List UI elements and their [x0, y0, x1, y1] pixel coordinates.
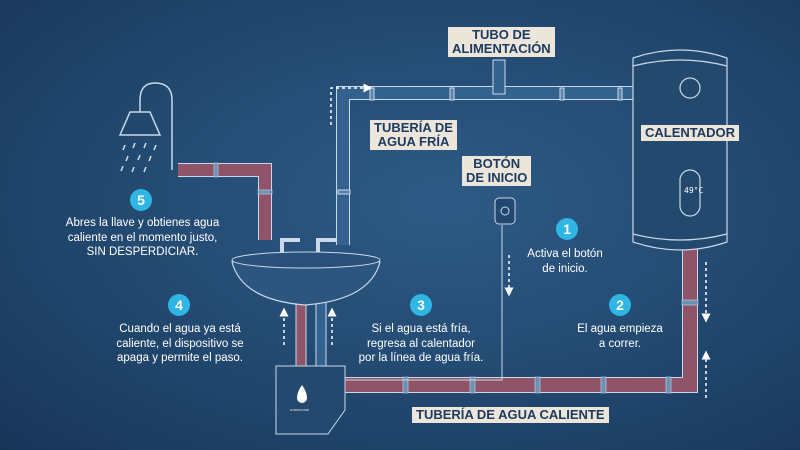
control-wire — [345, 225, 503, 381]
device-logo: HYDROLOOP — [290, 408, 310, 412]
hot-pipe-label: TUBERÍA DE AGUA CALIENTE — [412, 407, 609, 423]
hot-water-pipe — [178, 162, 699, 394]
heater-temperature-display: 49°C — [684, 186, 704, 195]
start-button — [494, 197, 516, 225]
cold-water-pipe — [336, 59, 640, 245]
step-badge-5: 5 — [130, 189, 152, 211]
shower — [118, 82, 173, 173]
step-badge-2: 2 — [609, 294, 631, 316]
recirculation-device — [275, 365, 346, 435]
flow-arrows — [279, 83, 711, 398]
heater-label: CALENTADOR — [641, 125, 740, 141]
step-badge-3: 3 — [410, 294, 432, 316]
step-badge-4: 4 — [168, 294, 190, 316]
step-badge-1: 1 — [556, 218, 578, 240]
step-text-3: Si el agua está fría,regresa al calentad… — [358, 323, 484, 364]
sink — [231, 238, 381, 367]
water-heater — [632, 49, 728, 251]
